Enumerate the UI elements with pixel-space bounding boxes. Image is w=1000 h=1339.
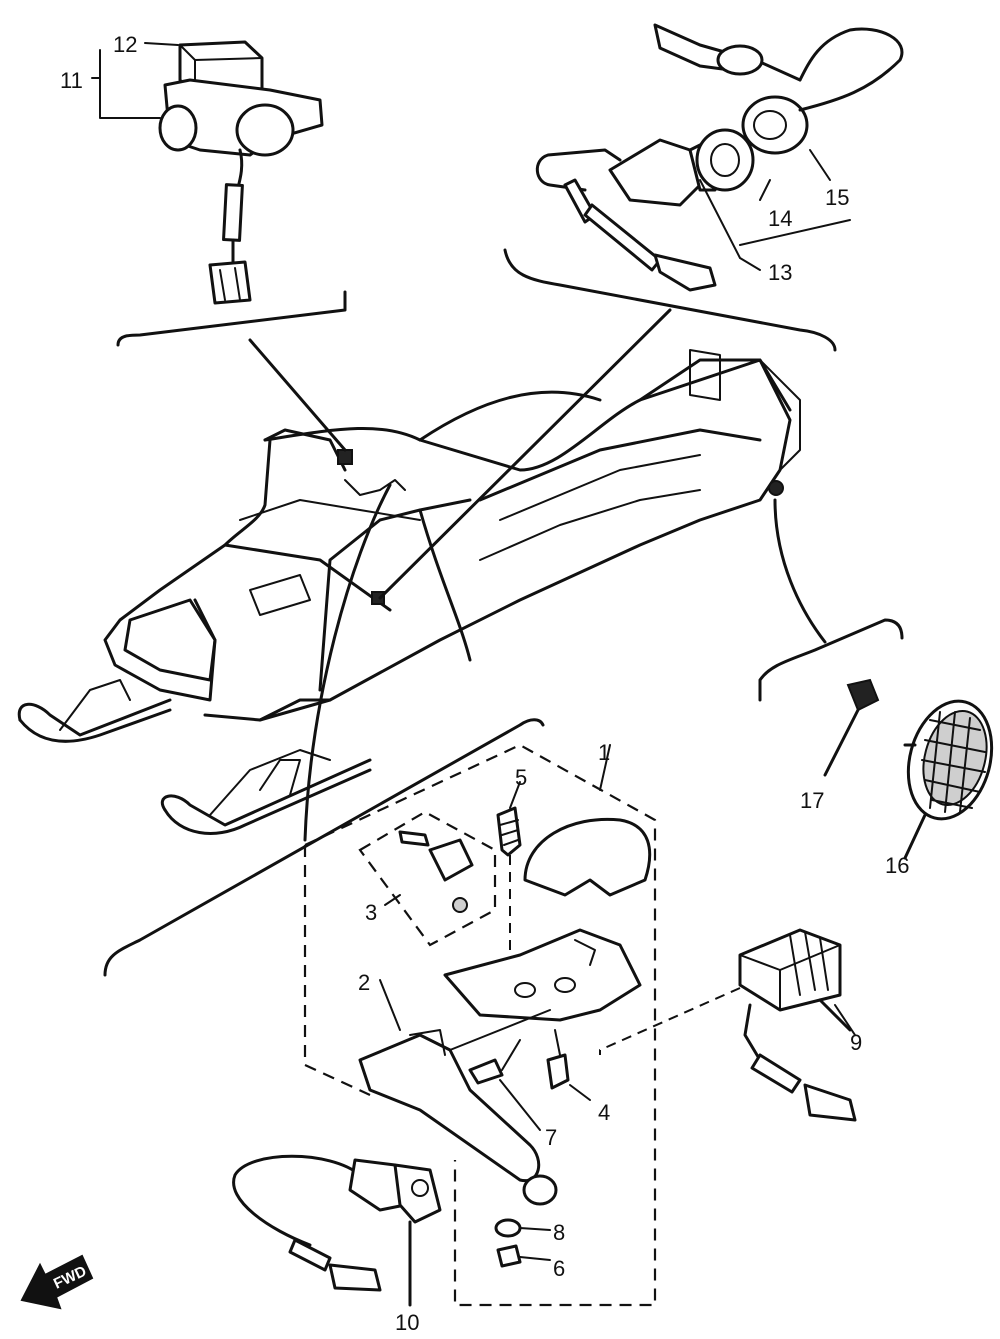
callout-7: 7	[545, 1125, 557, 1150]
callout-8: 8	[553, 1220, 565, 1245]
callout-16: 16	[885, 853, 909, 878]
callout-15: 15	[825, 185, 849, 210]
callout-1: 1	[598, 740, 610, 765]
mount-point-taillight	[768, 480, 784, 496]
callout-11: 11	[60, 68, 83, 93]
throttle-switch	[232, 1154, 442, 1307]
ignition-switch-assembly	[535, 23, 904, 292]
rectifier	[599, 928, 857, 1122]
bulb-icon	[846, 678, 880, 712]
callout-4: 4	[598, 1100, 610, 1125]
callout-17: 17	[800, 788, 824, 813]
callout-3: 3	[365, 900, 377, 925]
taillight-assembly	[823, 678, 994, 860]
callout-10: 10	[395, 1310, 419, 1335]
callout-14: 14	[768, 206, 792, 231]
relay-assembly	[158, 40, 324, 305]
mount-point-relay	[337, 449, 353, 465]
callout-13: 13	[768, 260, 792, 285]
callout-5: 5	[515, 765, 527, 790]
snowmobile-body	[17, 349, 801, 835]
callout-9: 9	[850, 1030, 862, 1055]
callout-12: 12	[113, 32, 137, 57]
handlebar-switch-assembly	[303, 743, 657, 1307]
callout-6: 6	[553, 1256, 565, 1281]
forward-arrow-icon: FWD	[20, 1254, 94, 1310]
callout-2: 2	[358, 970, 370, 995]
callout-labels: 1 2 3 4 5 6 7 8 9 10 11 12 13 14 15 16 1…	[60, 32, 909, 1335]
detail-frames	[103, 248, 904, 977]
leader-lines	[91, 42, 856, 1261]
